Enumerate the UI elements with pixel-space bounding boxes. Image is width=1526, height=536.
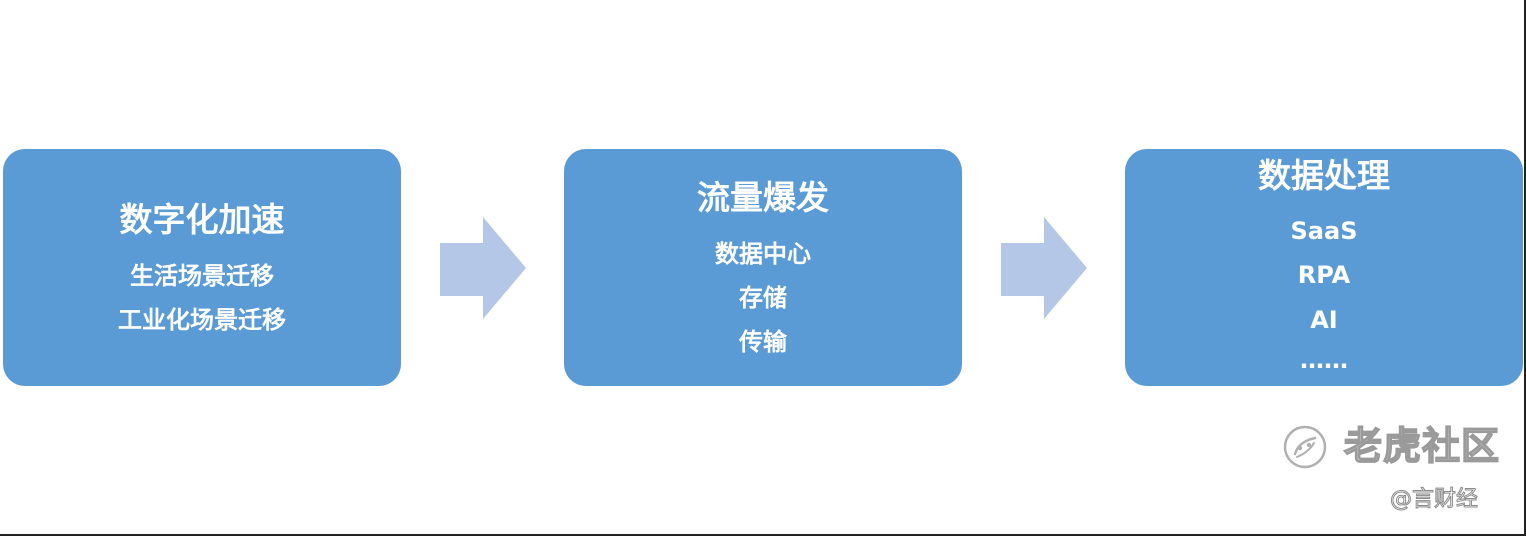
step-line: SaaS [1290, 217, 1358, 245]
step-title: 数字化加速 [119, 200, 285, 239]
right-arrow-icon [1001, 217, 1087, 319]
step-box-traffic-burst: 流量爆发 数据中心 存储 传输 [564, 149, 962, 386]
step-line: 数据中心 [715, 240, 811, 268]
step-line: 存储 [739, 284, 787, 312]
right-arrow-icon [440, 217, 526, 319]
step-line: 生活场景迁移 [130, 262, 274, 290]
step-line: 工业化场景迁移 [118, 306, 286, 334]
step-line: AI [1310, 306, 1338, 334]
step-title: 流量爆发 [697, 178, 829, 217]
watermark-brand: 老虎社区 [1343, 423, 1501, 469]
watermark-credit: @言财经 [1389, 487, 1479, 513]
step-line: RPA [1297, 261, 1351, 289]
step-box-digital-acceleration: 数字化加速 生活场景迁移 工业化场景迁移 [3, 149, 401, 386]
frame-border-right [1524, 0, 1526, 536]
step-title: 数据处理 [1258, 156, 1390, 195]
tiger-logo-icon [1283, 425, 1327, 469]
frame-border-bottom [0, 534, 1526, 536]
step-line: …… [1300, 346, 1348, 374]
step-box-data-processing: 数据处理 SaaS RPA AI …… [1125, 149, 1523, 386]
step-line: 传输 [739, 328, 787, 356]
